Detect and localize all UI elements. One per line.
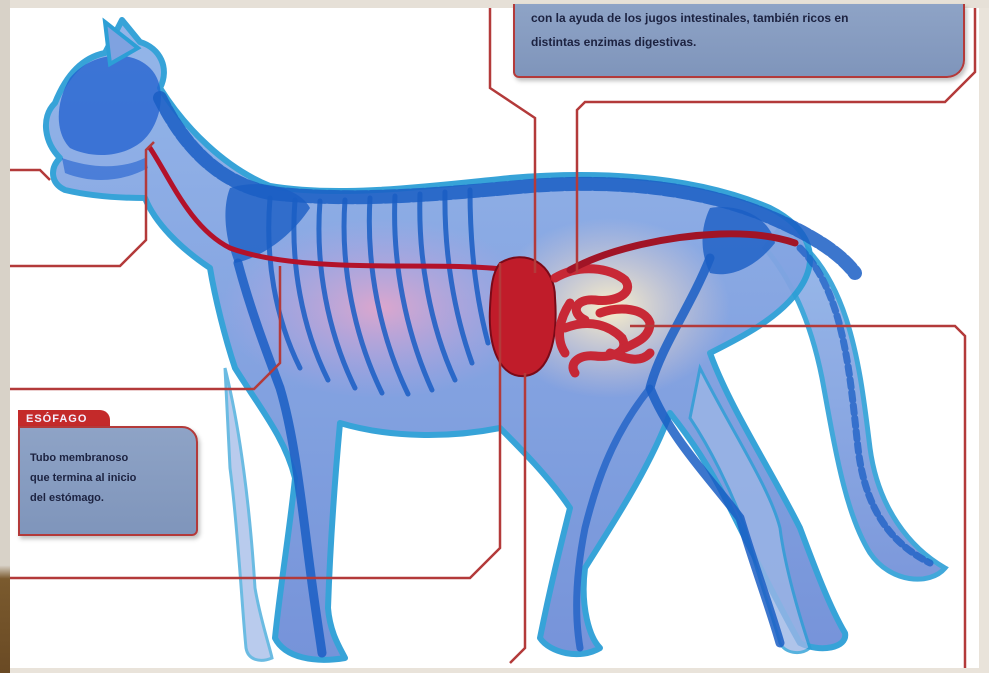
esophagus-line3: del estómago.: [30, 488, 186, 508]
intestine-callout: con la ayuda de los jugos intestinales, …: [513, 4, 965, 78]
esophagus-callout: Tubo membranoso que termina al inicio de…: [18, 426, 198, 536]
cat-anatomy-illustration: [10, 8, 979, 668]
esophagus-line2: que termina al inicio: [30, 468, 186, 488]
esophagus-line1: Tubo membranoso: [30, 448, 186, 468]
intestine-callout-line1: con la ayuda de los jugos intestinales, …: [531, 6, 947, 30]
diagram-canvas: con la ayuda de los jugos intestinales, …: [10, 8, 979, 668]
left-edge: [0, 0, 10, 673]
leader-mouth: [10, 170, 50, 180]
intestine-callout-line2: distintas enzimas digestivas.: [531, 30, 947, 54]
